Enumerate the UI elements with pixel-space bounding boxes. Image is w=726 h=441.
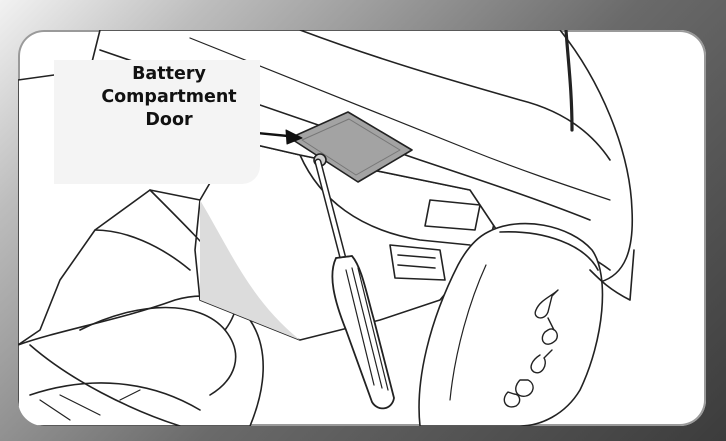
battery-door-label: Battery Compartment Door	[86, 63, 252, 132]
housing-fold-2	[95, 230, 190, 270]
housing-vent	[390, 245, 445, 280]
left-wing	[18, 296, 263, 426]
housing-groove	[425, 200, 480, 230]
